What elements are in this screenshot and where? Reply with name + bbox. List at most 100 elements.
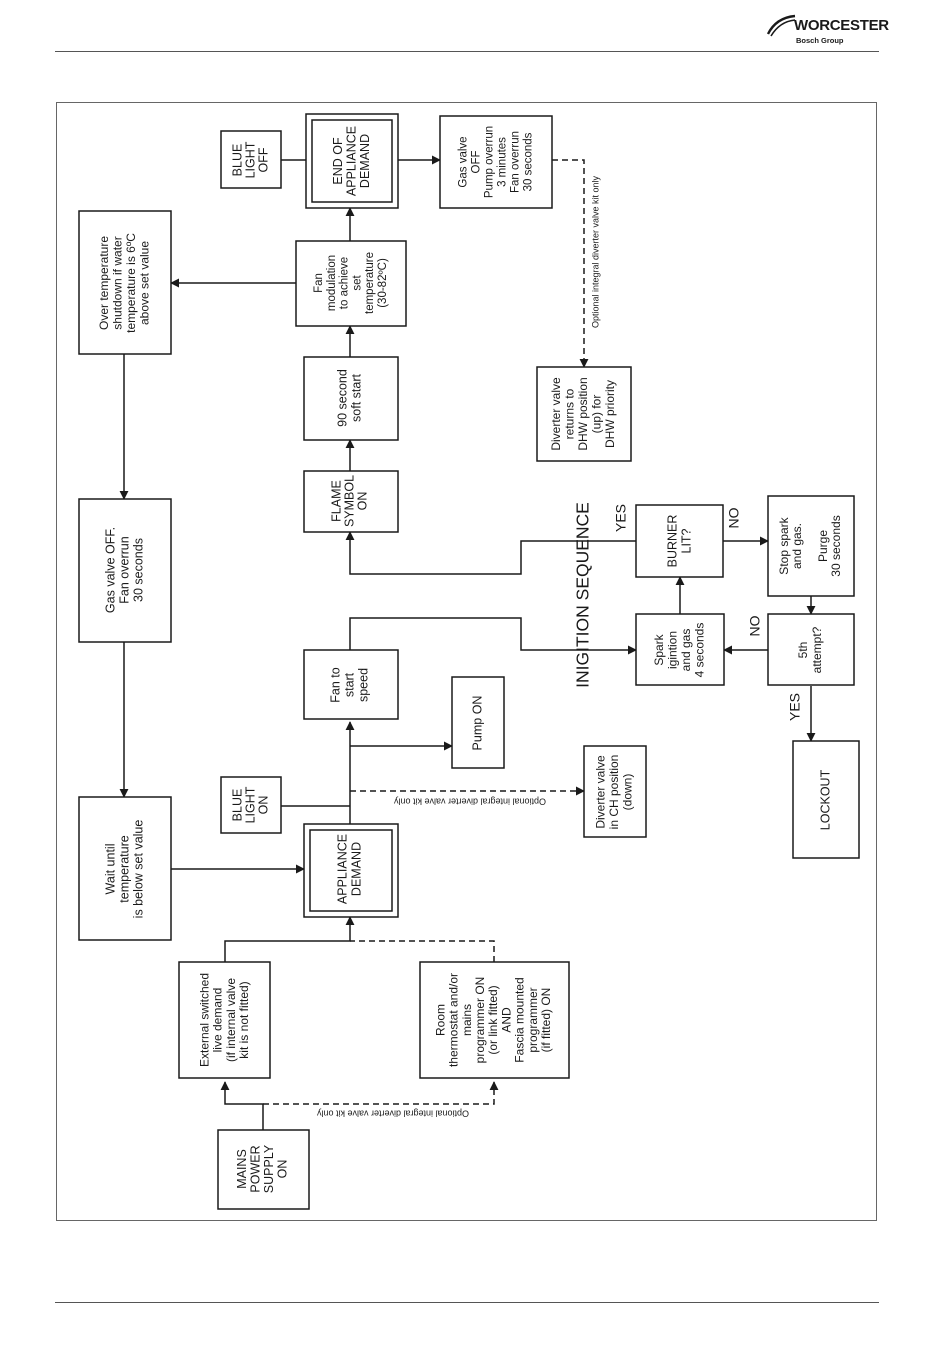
node-text-line: is below set value [131,820,145,919]
node-text-line: DEMAND [358,134,372,188]
node-text-line: (if internal valve [224,978,238,1062]
node-text-line: mains [460,1004,474,1036]
node-text-line: above set value [137,241,151,325]
connector-lines [119,155,816,1130]
node-text-line: Stop spark [777,516,791,574]
worcester-logo: WORCESTER Bosch Group [766,14,889,48]
box-blue-light-off [220,130,282,189]
line-thermostat-demand-optional [350,940,495,962]
optional-kit-label-bottom: Optional integral diverter valve kit onl… [316,1109,469,1119]
no-label-attempt: NO [747,615,763,636]
node-text-line: speed [356,668,370,702]
diagram-frame [56,102,877,1221]
box-pump-on [451,676,505,769]
node-text-line: 30 seconds [131,538,145,602]
node-text-line: LIT? [679,528,693,553]
node-text-line: Purge [816,530,830,562]
node-text-line: DEMAND [349,842,363,896]
node-text-line: programmer [526,987,540,1052]
node-text-line: in CH position [607,755,621,830]
node-text-line: Spark [652,633,666,665]
node-text-line: DHW priority [603,380,617,448]
node-text-line: ON [355,492,369,511]
node-text-line: (if fitted) ON [539,988,553,1053]
no-label-burner: NO [726,507,742,528]
arrow-diverter-dhw-optional [552,159,589,368]
box-mains-power [217,1129,310,1210]
node-text-line: programmer ON [473,977,487,1064]
node-text-line: BURNER [665,515,679,568]
node-text-line: modulation [326,255,338,311]
logo-swoosh-icon [766,14,796,37]
arrow-fanstart-spark [349,617,637,655]
yes-label-burner: YES [613,504,629,532]
node-text-line: DHW position [576,377,590,450]
box-flame-symbol [303,470,399,533]
node-label-pump-on: Pump ON [470,696,484,751]
node-text-line: temperature [364,252,376,314]
node-text-line: BLUE [230,144,244,177]
node-text-line: LIGHT [243,141,257,178]
node-text-line: 5th [796,642,810,659]
node-label-lockout: LOCKOUT [818,769,832,830]
node-text-line: Fascia mounted [513,977,527,1062]
node-text-line: 90 second [335,369,349,427]
node-text-line: Diverter valve [549,377,563,451]
node-text-line: APPLIANCE [344,126,358,196]
arrow-mains-thermostat-optional [263,1081,499,1105]
brand-subtitle: Bosch Group [796,36,844,45]
node-text-line: SUPPLY [262,1144,276,1193]
node-text-line: AND [499,1007,513,1033]
node-text-line: Pump ON [470,696,484,751]
node-text-line: (down) [621,774,635,811]
node-text-line: shutdown if water [110,236,124,329]
brand-name: WORCESTER [794,17,889,34]
node-text-line: 3 minutes [497,137,509,187]
node-text-line: Fan overrun [117,536,131,603]
node-text-line: SYMBOL [342,475,356,527]
box-gas-valve-pump [439,115,553,209]
node-text-line: LIGHT [243,786,257,823]
node-text-line: 30 seconds [829,515,843,576]
arrow-burner-flame [345,531,636,575]
node-text-line: APPLIANCE [335,834,349,904]
node-text-line: 4 seconds [692,623,706,678]
node-text-line: Diverter valve [594,755,608,829]
node-text-line: Fan overrun [510,131,522,193]
node-text-line: POWER [248,1145,262,1192]
ignition-sequence-label: INIGITION SEQUENCE [573,502,593,688]
box-spark [635,613,725,686]
box-room-thermostat [419,961,570,1079]
node-text-line: External switched [197,973,211,1067]
header-rule [55,51,879,52]
optional-kit-label-top: Optional integral diverter valve kit onl… [590,175,600,328]
footer-rule [55,1302,879,1303]
node-text-line: Gas valve OFF. [103,527,117,613]
box-blue-light-on [220,776,282,834]
node-text-line: thermostat and/or [447,973,461,1067]
node-text-line: (up) for [590,395,604,434]
node-text-line: temperature is 6ºC [124,233,138,333]
node-text-line: temperature [117,835,131,902]
box-5th-attempt [767,613,855,686]
node-text-line: BLUE [230,789,244,822]
box-diverter-dhw [536,366,632,462]
